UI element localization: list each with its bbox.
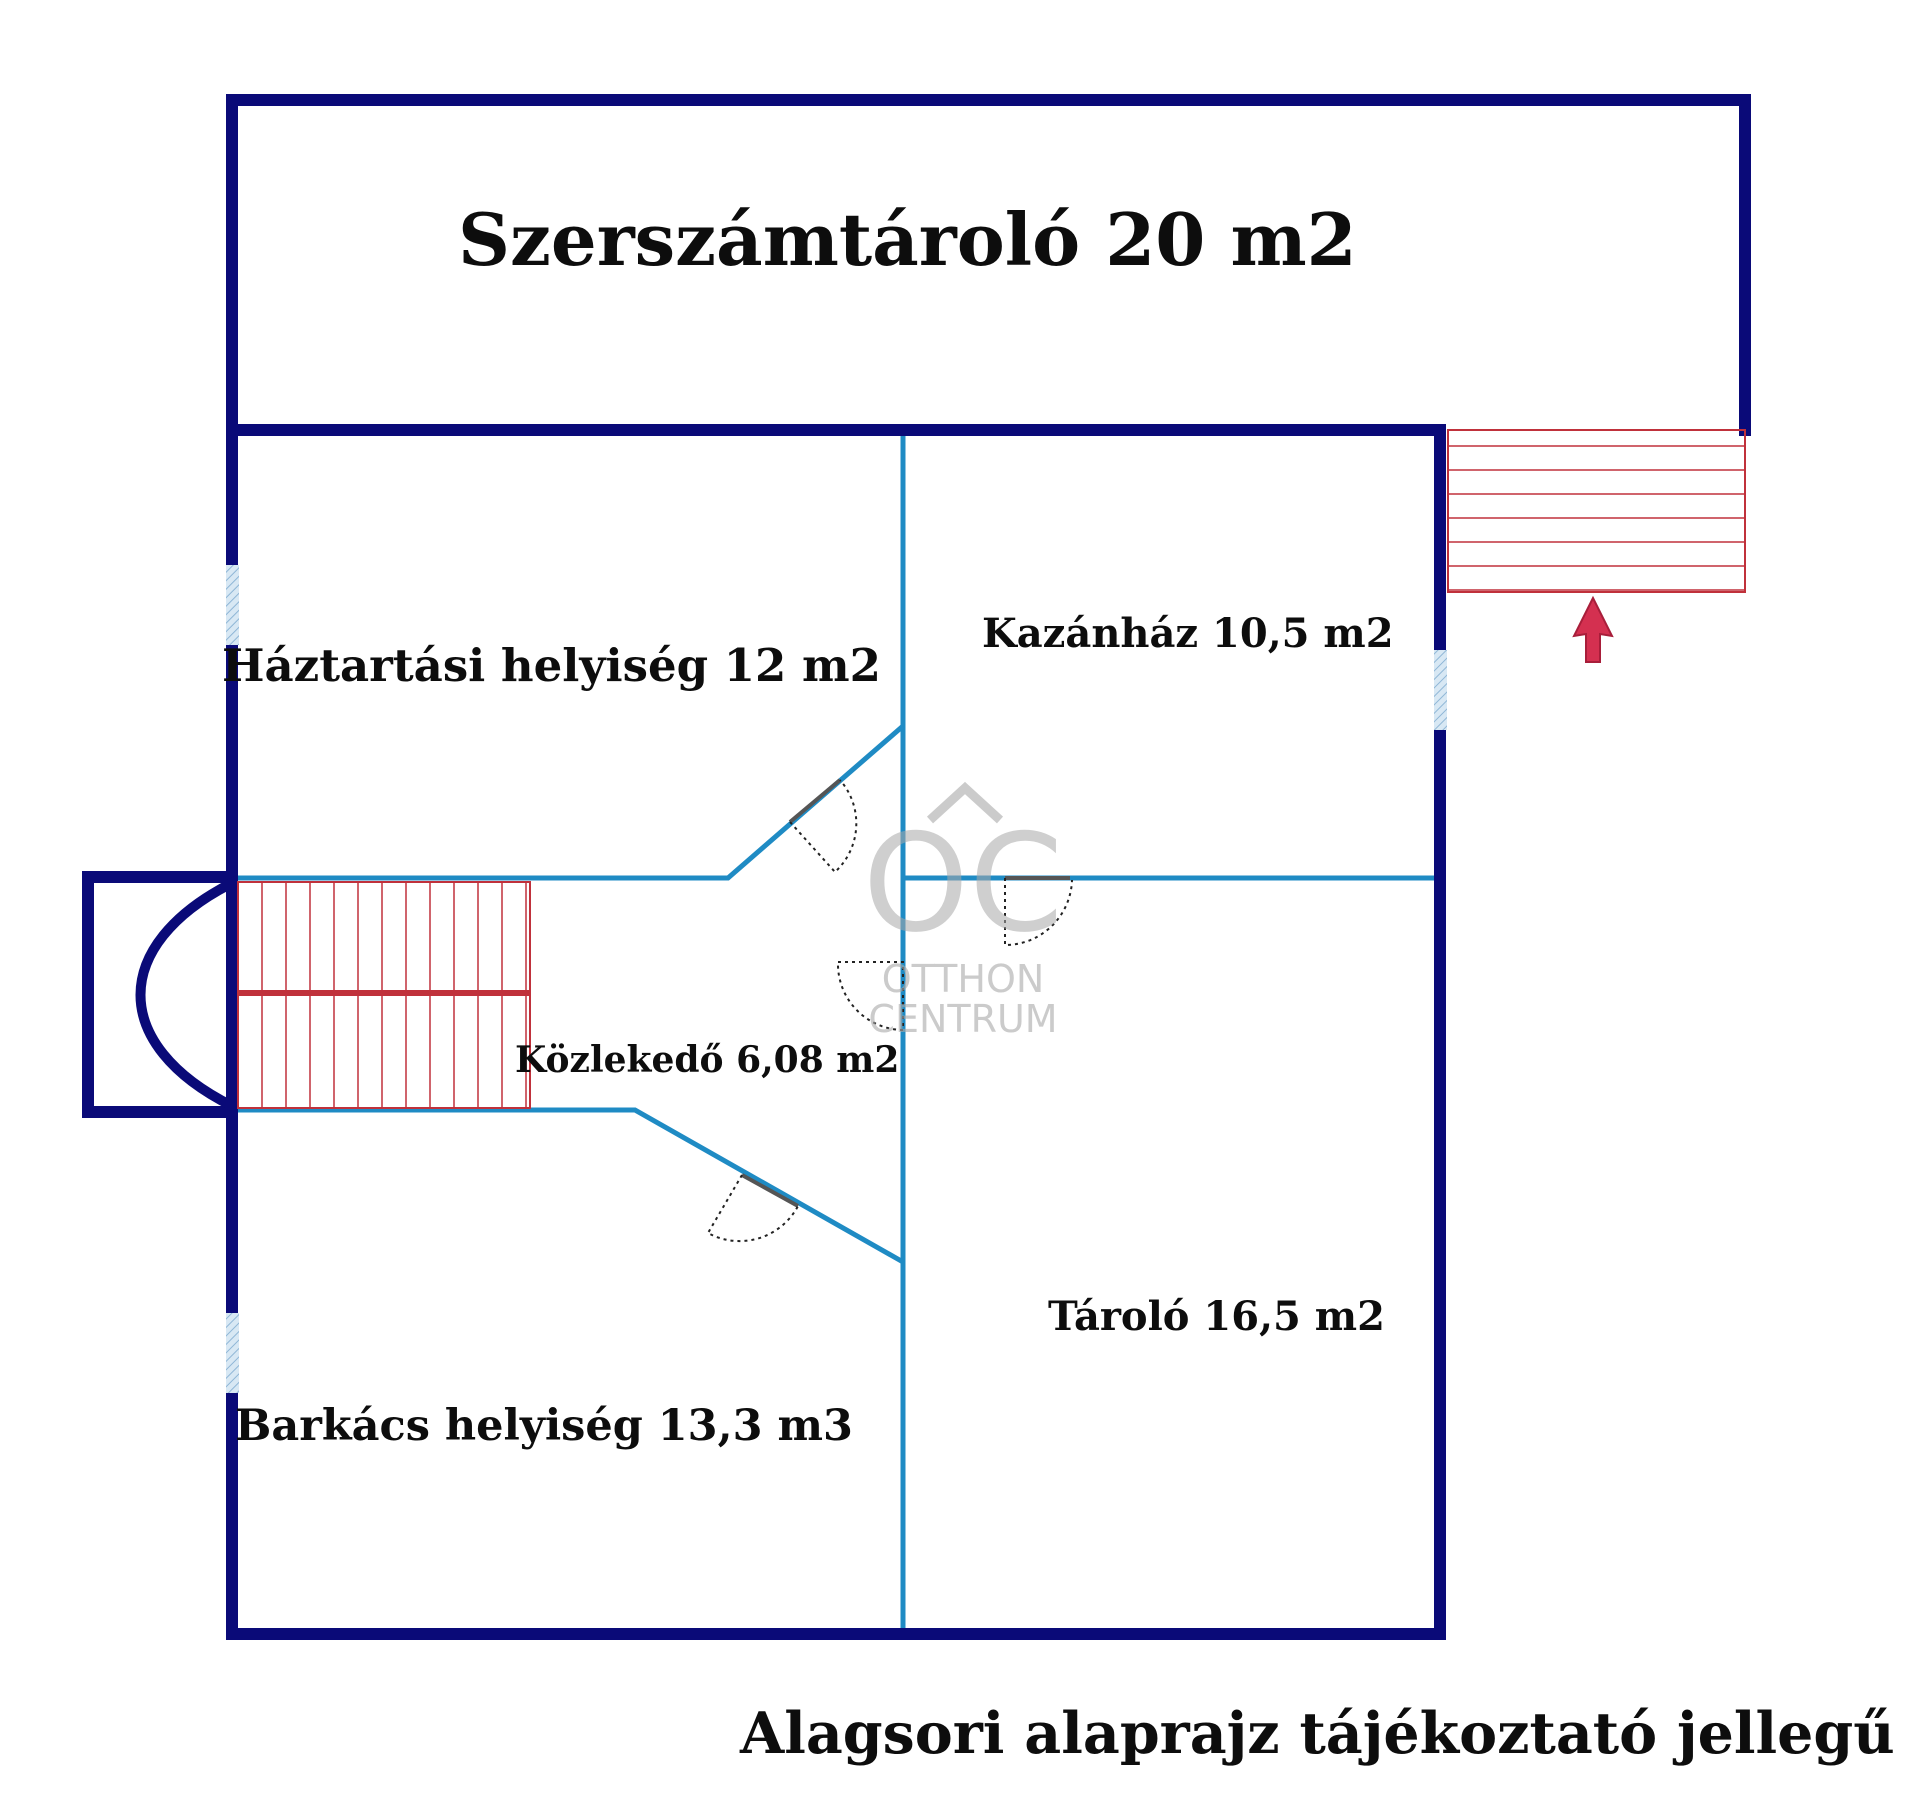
door-swing — [1004, 878, 1073, 947]
plan-caption: Alagsori alaprajz tájékoztató jellegű — [739, 1700, 1895, 1767]
door-leaf — [741, 1173, 799, 1208]
internal-stairs — [237, 881, 531, 1109]
ext-stairs-outline — [1447, 429, 1746, 593]
room-label-boiler: Kazánház 10,5 m2 — [982, 610, 1394, 657]
doors — [706, 778, 1073, 1243]
otthon-centrum-logo: OC OTTHON CENTRUM — [863, 781, 1064, 1041]
tool-storage-wall — [226, 94, 1751, 436]
logo-line1: OTTHON — [882, 957, 1045, 1001]
up-arrow-icon — [1572, 595, 1614, 663]
corridor-upper-wall — [238, 724, 905, 881]
door-leaf — [788, 778, 842, 824]
inner-walls — [238, 436, 1434, 1628]
window — [226, 1313, 239, 1393]
logo-letters: OC — [863, 805, 1064, 962]
room-label-tool-storage: Szerszámtároló 20 m2 — [458, 197, 1357, 282]
room-label-household: Háztartási helyiség 12 m2 — [222, 639, 881, 692]
door-swing — [836, 961, 904, 1032]
corridor-lower-wall — [238, 1107, 905, 1265]
annex-arc — [135, 876, 239, 1113]
door-swing — [789, 779, 858, 874]
room-label-workshop: Barkács helyiség 13,3 m3 — [235, 1401, 853, 1451]
room-label-corridor: Közlekedő 6,08 m2 — [515, 1039, 899, 1081]
window — [1434, 650, 1447, 730]
windows — [226, 565, 1447, 1393]
door-swing — [706, 1174, 799, 1243]
window — [226, 565, 239, 645]
logo-line2: CENTRUM — [868, 997, 1057, 1041]
logo-roof-icon — [926, 781, 1004, 824]
room-label-storage: Tároló 16,5 m2 — [1048, 1293, 1385, 1340]
room-labels: Szerszámtároló 20 m2 Háztartási helyiség… — [222, 197, 1895, 1767]
annex-wall — [82, 871, 238, 1118]
external-stairs — [1447, 429, 1746, 593]
